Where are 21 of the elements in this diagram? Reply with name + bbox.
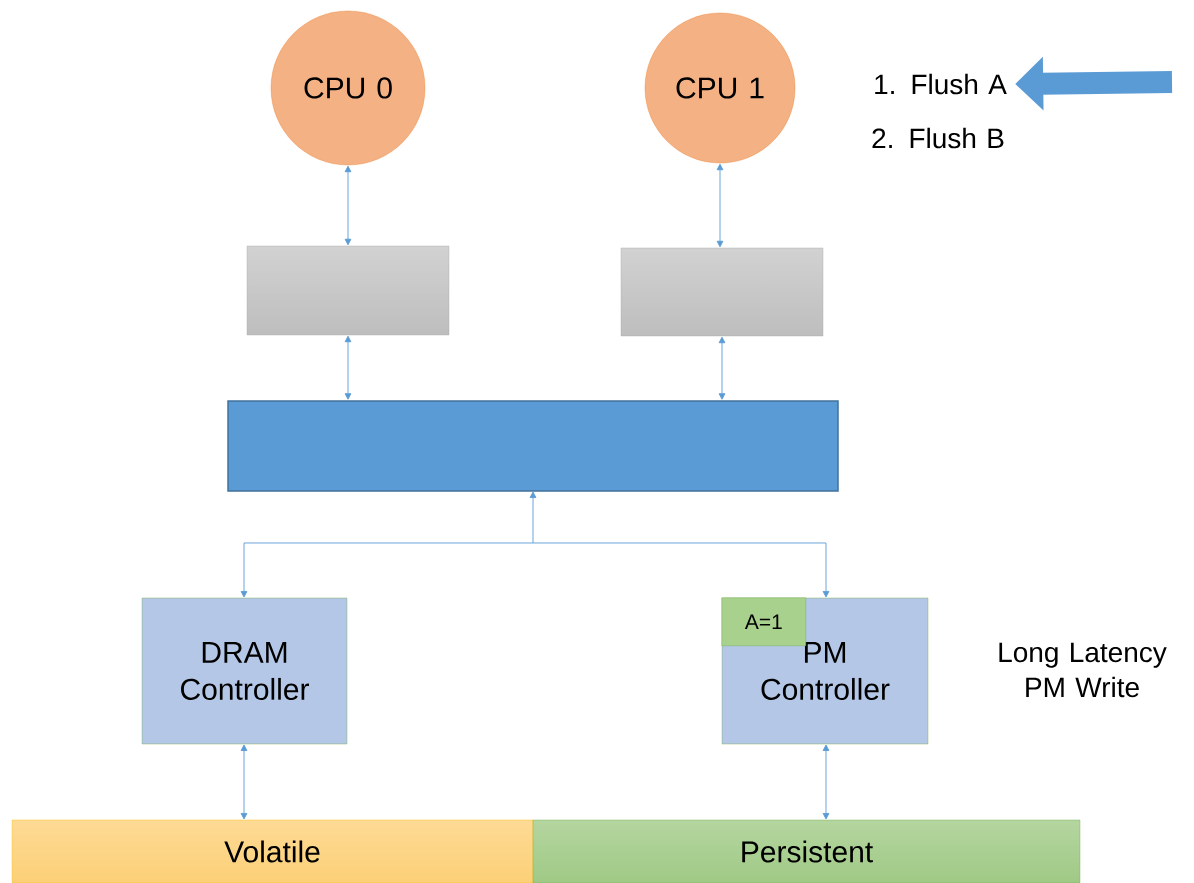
memory-region: Persistent: [532, 819, 1081, 883]
connector-arrow: [532, 542, 830, 598]
connector-arrow: [529, 491, 537, 544]
memory-region: Volatile: [11, 819, 534, 883]
connector-arrow: [344, 335, 352, 400]
connector-arrow: [718, 336, 726, 400]
connector-arrow: [822, 744, 830, 820]
note-text: Long Latency PM Write: [999, 642, 1167, 698]
memory-box: [620, 247, 824, 337]
controller-box: DRAM Controller: [141, 597, 348, 745]
connector-arrow: [344, 165, 352, 246]
memory-box: [246, 245, 450, 336]
circle-node: CPU 0: [270, 10, 426, 166]
value-tag: A=1: [721, 597, 806, 646]
note-text: 2. Flush B: [872, 127, 1004, 149]
connector-arrow: [240, 542, 534, 598]
connector-arrow: [716, 163, 724, 248]
bus-bar: [227, 400, 839, 492]
circle-node: CPU 1: [644, 12, 796, 164]
step-text: 1. Flush A: [875, 73, 1007, 95]
connector-arrow: [240, 744, 248, 820]
